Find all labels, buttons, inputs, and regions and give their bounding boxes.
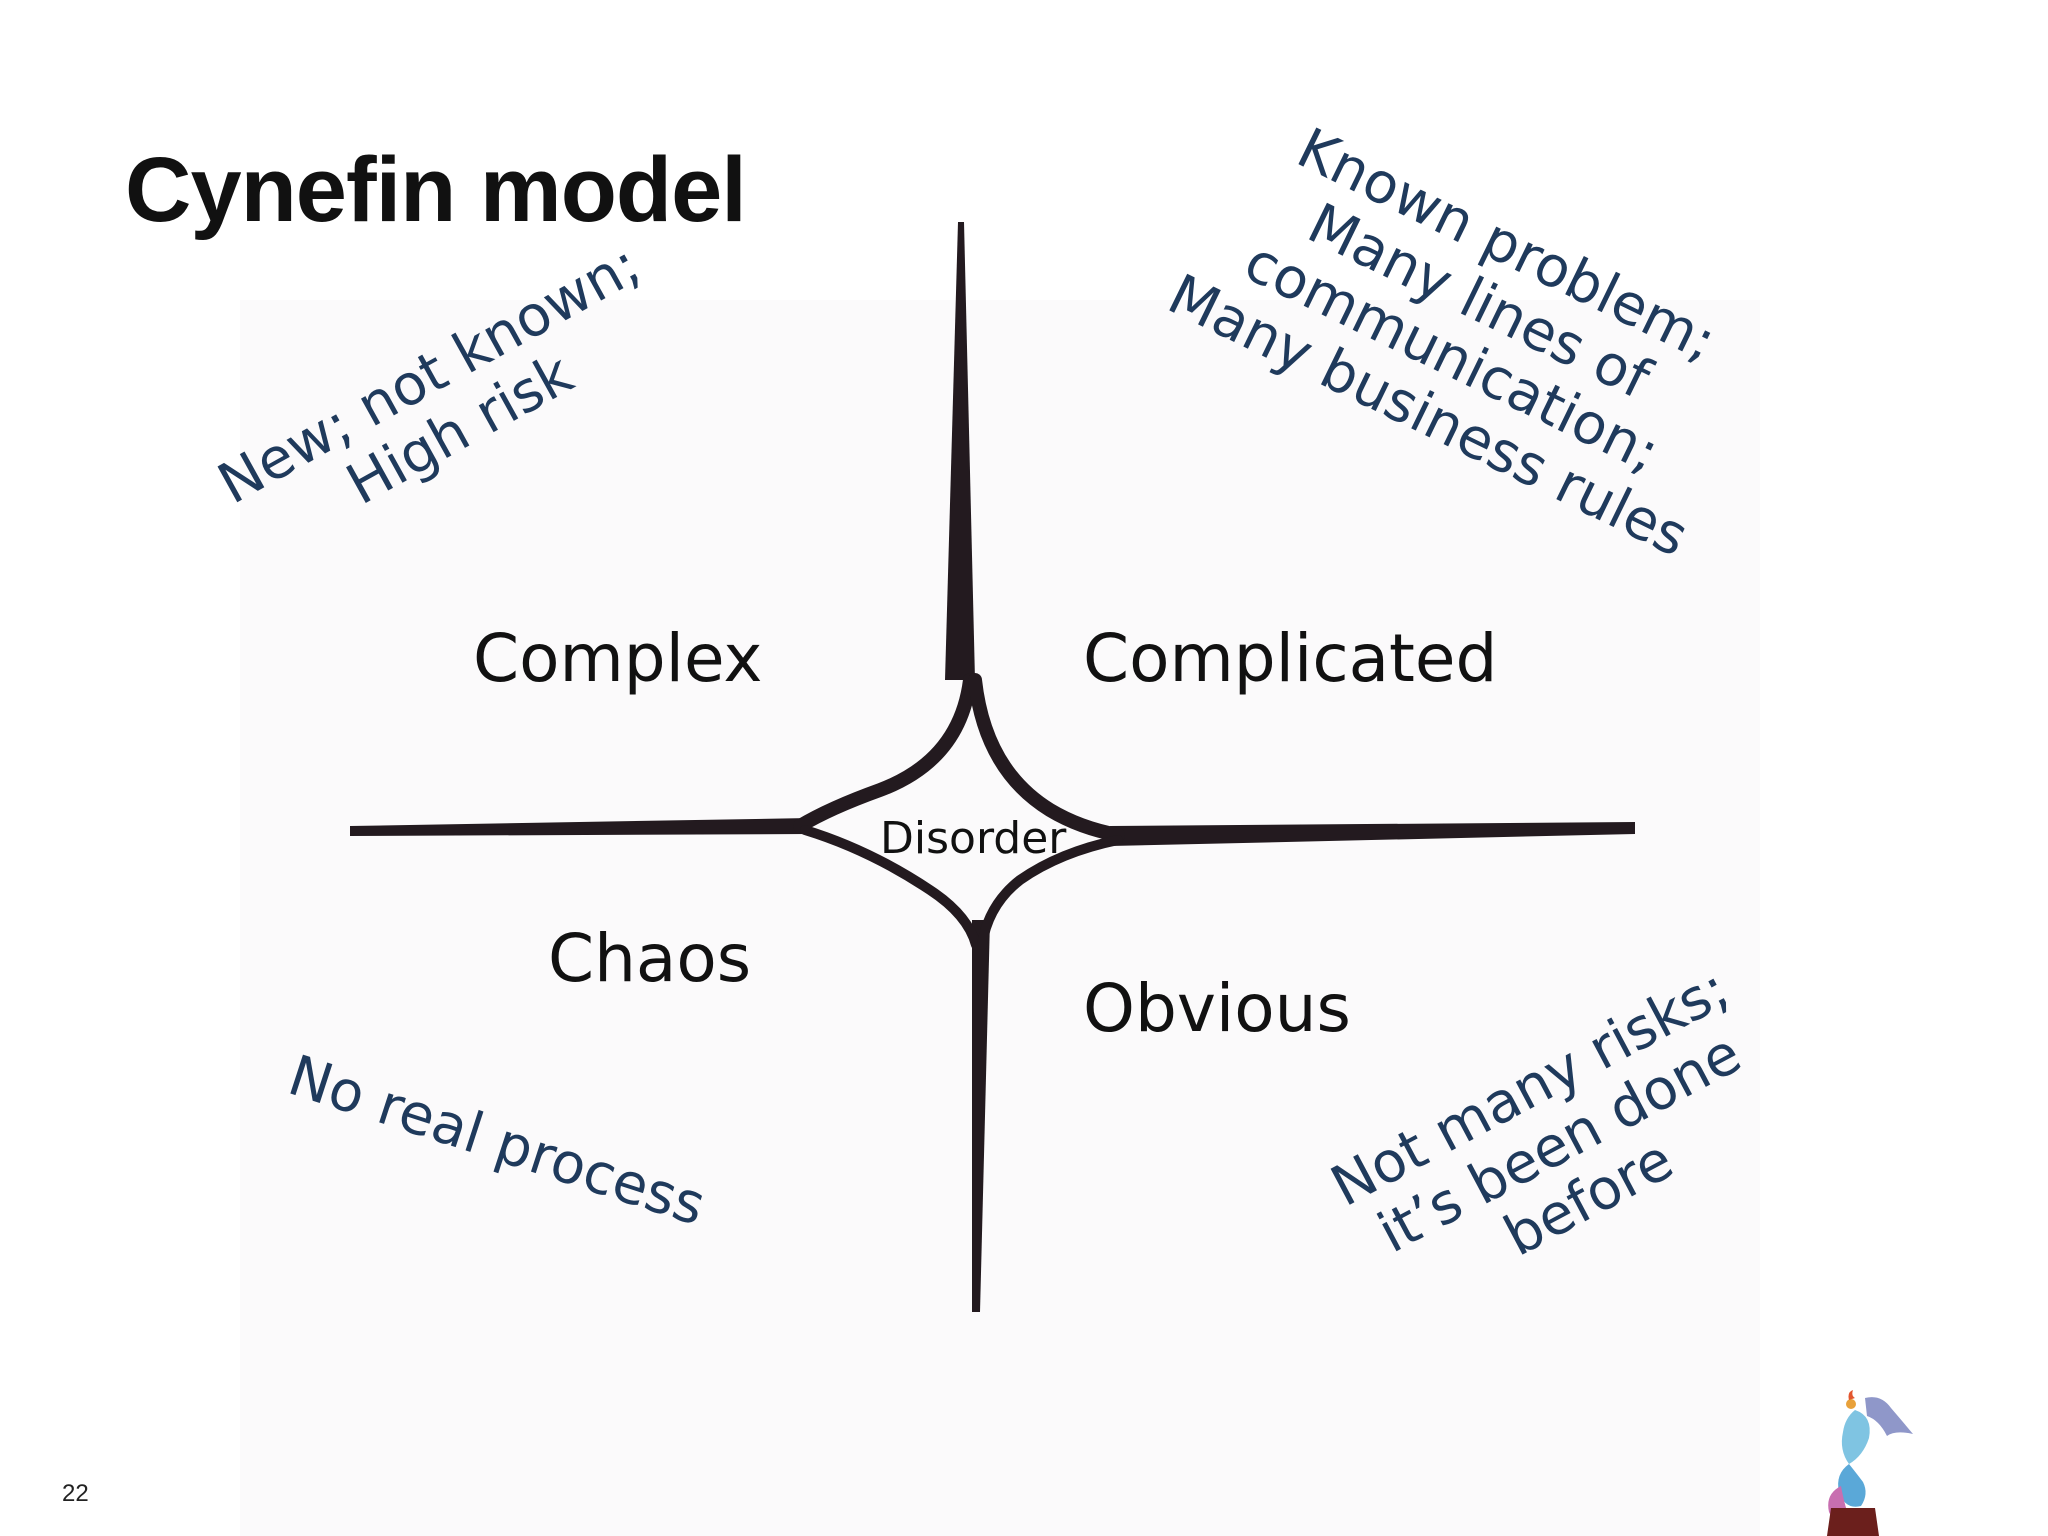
domain-complex-label: Complex: [473, 620, 763, 697]
disorder-boundary-bottom-right: [977, 835, 1123, 950]
disorder-boundary-bottom-left: [800, 825, 981, 950]
axis-horizontal-left: [350, 818, 810, 836]
domain-chaos-label: Chaos: [548, 920, 752, 997]
dragon-mascot-icon: [1827, 1390, 1913, 1536]
axis-vertical-top: [945, 222, 975, 680]
domain-complicated-label: Complicated: [1083, 620, 1498, 697]
axis-vertical-bottom: [972, 920, 990, 1312]
domain-obvious-label: Obvious: [1083, 970, 1351, 1047]
disorder-boundary-top-right: [968, 673, 1125, 842]
page-title: Cynefin model: [125, 139, 747, 241]
drawing-background: [240, 300, 1760, 1536]
domain-disorder-label: Disorder: [880, 813, 1067, 864]
axis-horizontal-right: [1110, 822, 1635, 846]
page-number: 22: [62, 1480, 89, 1507]
disorder-boundary-top-left: [793, 673, 977, 833]
